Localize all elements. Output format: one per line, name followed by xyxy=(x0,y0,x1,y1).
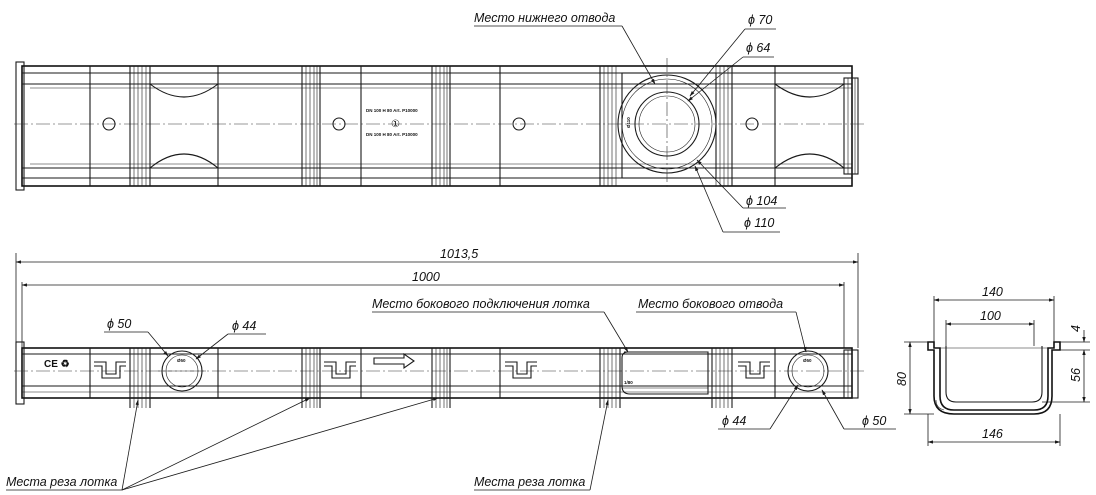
cut-places-right-label: Места реза лотка xyxy=(474,475,585,489)
section-rim: 4 xyxy=(1069,325,1083,332)
cut-places-left-label: Места реза лотка xyxy=(6,475,117,489)
svg-text:Ø50: Ø50 xyxy=(177,358,186,363)
top-view: DN 100 H 80 Art. P10000 ① DN 100 H 80 Ar… xyxy=(14,11,866,233)
dia-50-right-label: ϕ 50 xyxy=(862,414,886,428)
front-view-outline xyxy=(21,347,853,399)
mounting-hole xyxy=(332,117,346,131)
front-view: 1013,5 1000 xyxy=(6,247,896,491)
svg-text:Ø50: Ø50 xyxy=(803,358,812,363)
mounting-hole xyxy=(745,117,759,131)
dia-44-right-label: ϕ 44 xyxy=(722,414,746,428)
side-outlet-right xyxy=(787,350,829,392)
length-label: 1000 xyxy=(412,270,440,284)
section-bottom-width: 146 xyxy=(982,427,1003,441)
section-outline xyxy=(927,341,1061,415)
marking-symbol: ① xyxy=(391,119,400,130)
ce-mark: CE ♻ xyxy=(44,359,70,370)
dia-104-label: ϕ 104 xyxy=(746,194,777,208)
section-view: 140 100 146 80 4 56 xyxy=(895,285,1090,446)
svg-text:Ø110: Ø110 xyxy=(626,117,631,128)
section-top-width: 140 xyxy=(982,285,1003,299)
marking-line-2: DN 100 H 80 Art. P10000 xyxy=(366,132,418,137)
bottom-outlet-label: Место нижнего отвода xyxy=(474,11,615,25)
dia-64-label: ϕ 64 xyxy=(746,41,770,55)
section-height: 80 xyxy=(895,372,909,386)
svg-text:1/80: 1/80 xyxy=(624,380,633,385)
side-connection-label: Место бокового подключения лотка xyxy=(372,297,590,311)
dia-50-left-label: ϕ 50 xyxy=(107,317,131,331)
section-inner-width: 100 xyxy=(980,309,1001,323)
dia-110-label: ϕ 110 xyxy=(744,216,774,230)
side-outlet-label: Место бокового отвода xyxy=(638,297,783,311)
marking-line-1: DN 100 H 80 Art. P10000 xyxy=(366,108,418,113)
dia-44-left-label: ϕ 44 xyxy=(232,319,256,333)
dia-70-label: ϕ 70 xyxy=(748,13,772,27)
mounting-hole xyxy=(102,117,116,131)
section-inner-depth: 56 xyxy=(1069,368,1083,382)
overall-length-label: 1013,5 xyxy=(440,247,478,261)
flow-direction-arrow xyxy=(373,352,415,370)
mounting-hole xyxy=(512,117,526,131)
side-connection-window xyxy=(621,351,709,395)
